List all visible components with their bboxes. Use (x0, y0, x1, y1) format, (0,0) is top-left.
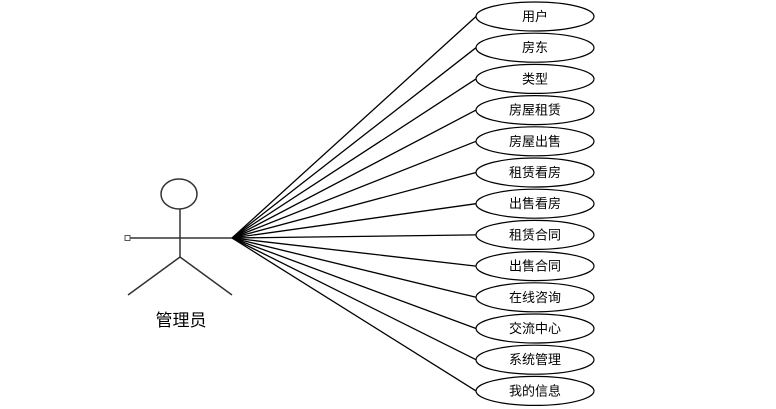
use-case-label: 交流中心 (509, 321, 561, 337)
use-case-label: 租赁合同 (509, 228, 561, 243)
use-case: 系统管理 (475, 344, 595, 375)
use-case: 交流中心 (475, 313, 595, 344)
use-case-ellipse (475, 219, 595, 250)
use-case-label: 出售合同 (509, 259, 561, 275)
use-case-ellipse (475, 94, 595, 126)
use-case: 类型 (475, 63, 595, 95)
association-line (231, 237, 477, 298)
use-case: 我的信息 (475, 375, 595, 406)
use-case-ellipse (475, 375, 595, 406)
association-line (231, 140, 477, 239)
use-case-ellipse (475, 32, 595, 63)
use-case-label: 房屋租赁 (509, 103, 561, 119)
use-case-ellipse (475, 251, 595, 282)
association-line (231, 171, 477, 239)
use-case-ellipse (475, 344, 595, 375)
use-cases: 用户房东类型房屋租赁房屋出售租赁看房出售看房租赁合同出售合同在线咨询交流中心系统… (475, 1, 595, 406)
use-case-label: 房屋出售 (509, 134, 561, 150)
association-line (231, 237, 477, 361)
use-case: 房屋出售 (475, 126, 595, 157)
use-case-label: 租赁看房 (509, 165, 561, 181)
use-case-label: 房东 (522, 40, 548, 56)
use-case: 房屋租赁 (475, 94, 595, 126)
use-case-ellipse (475, 63, 595, 95)
use-case: 出售合同 (475, 251, 595, 282)
use-case-ellipse (475, 313, 595, 344)
association-line (231, 78, 477, 239)
use-case-ellipse (475, 282, 595, 313)
use-case: 用户 (475, 1, 595, 32)
actor-label: 管理员 (156, 311, 207, 331)
association-line (231, 237, 477, 392)
actor-head (160, 178, 198, 210)
association-lines (231, 16, 477, 392)
use-case-ellipse (475, 188, 595, 219)
association-line (231, 109, 477, 239)
use-case-ellipse (475, 157, 595, 188)
association-line (231, 234, 477, 239)
association-line (231, 203, 477, 239)
use-case: 租赁合同 (475, 219, 595, 250)
use-case-label: 用户 (522, 9, 548, 25)
actor-right-leg (179, 256, 233, 296)
use-case-label: 系统管理 (509, 353, 561, 368)
association-line (231, 237, 477, 267)
use-case-label: 类型 (522, 72, 548, 87)
association-line (231, 47, 477, 239)
use-case: 房东 (475, 32, 595, 63)
use-case-label: 我的信息 (509, 383, 561, 399)
actor-hand-handle (124, 235, 131, 241)
use-case-label: 出售看房 (509, 196, 561, 212)
actor-left-leg (127, 256, 181, 296)
actor-administrator: 管理员 (124, 178, 233, 331)
use-case-label: 在线咨询 (509, 291, 561, 306)
association-line (231, 16, 477, 239)
use-case-ellipse (475, 126, 595, 157)
association-line (231, 237, 477, 330)
use-case: 租赁看房 (475, 157, 595, 188)
use-case-ellipse (475, 1, 595, 32)
use-case: 在线咨询 (475, 282, 595, 313)
use-case: 出售看房 (475, 188, 595, 219)
